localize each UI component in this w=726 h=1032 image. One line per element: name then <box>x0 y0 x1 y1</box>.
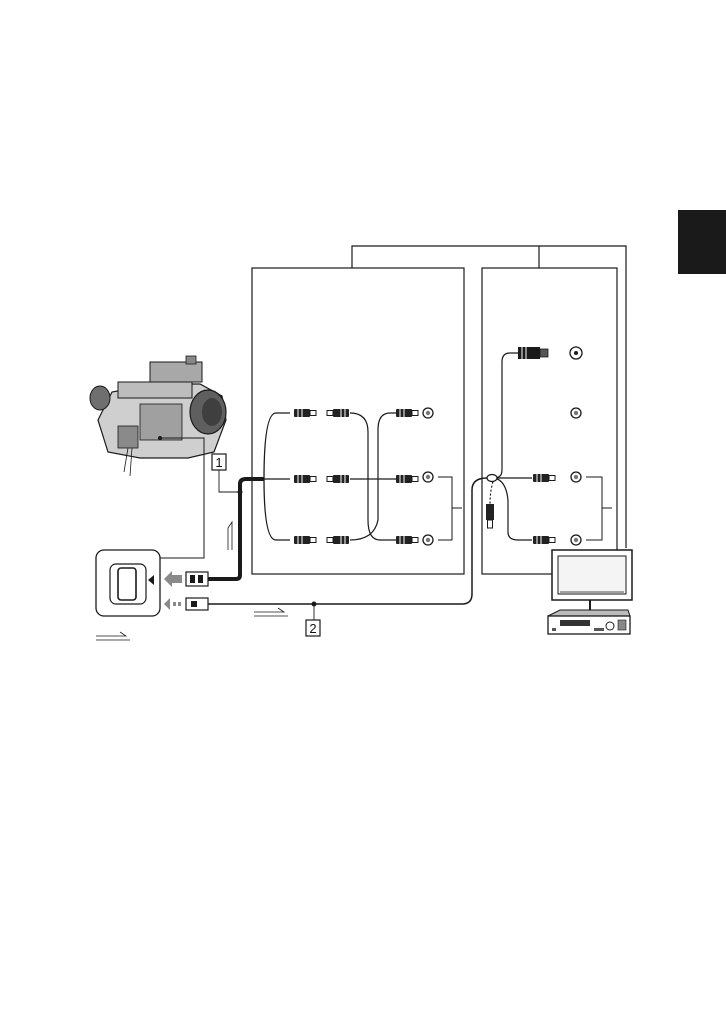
av-cable-plug-icon <box>186 598 208 610</box>
video-plug-icon <box>486 504 494 528</box>
callout-2: 2 <box>306 606 320 636</box>
component-panel <box>252 268 464 574</box>
callout-1: 1 <box>212 454 238 492</box>
signal-flow-arrow-icon <box>228 522 232 550</box>
av-rca-plugs <box>533 474 555 544</box>
signal-flow-arrow-right-icon <box>254 608 288 616</box>
av-cable-leads <box>494 353 532 540</box>
s-video-jack-icon <box>570 347 582 359</box>
insert-arrow-icon <box>164 571 182 587</box>
av-jack-icon <box>96 550 160 616</box>
av-cable-splitter <box>487 475 497 482</box>
audio-l-jack-icon <box>571 472 581 482</box>
s-video-plug-icon <box>518 347 548 359</box>
component-cable-plug-icon <box>186 572 208 586</box>
component-video-cable-icon <box>208 479 264 579</box>
audio-bracket-right <box>586 477 602 540</box>
callout-1-label: 1 <box>215 455 222 470</box>
component-jacks <box>423 408 433 545</box>
panel-plugs <box>396 409 418 544</box>
insert-arrow-dashed-icon <box>164 598 181 610</box>
jack-leads <box>350 413 396 540</box>
callout-2-label: 2 <box>309 621 316 636</box>
panel-group-bracket <box>352 246 626 548</box>
vcr-icon <box>548 610 630 634</box>
audio-r-jack-icon <box>571 535 581 545</box>
component-plug-pairs <box>294 409 349 544</box>
tv-icon <box>552 550 632 610</box>
video-jack-icon <box>571 408 581 418</box>
component-leads <box>264 413 290 540</box>
audio-bracket-left <box>438 477 452 540</box>
camcorder-icon <box>90 356 226 476</box>
signal-flow-legend-icon <box>96 632 130 640</box>
